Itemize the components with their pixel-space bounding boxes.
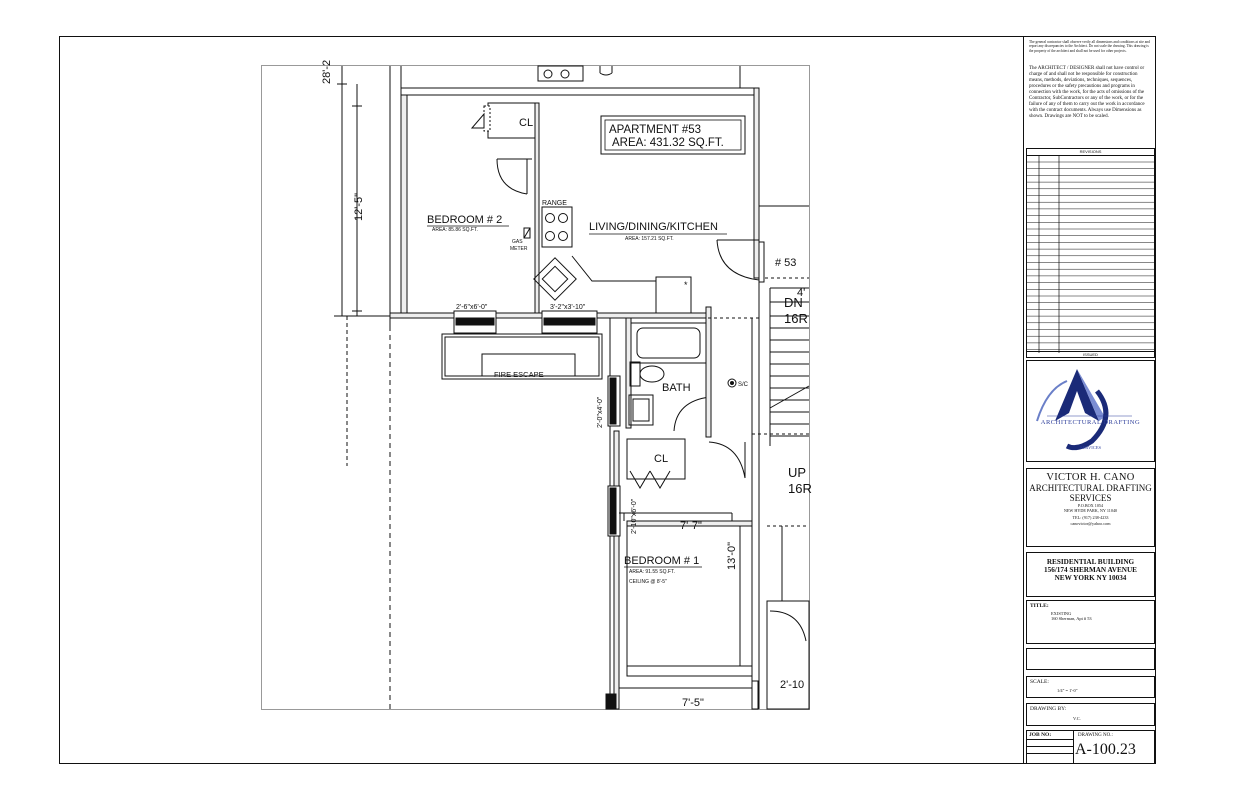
smoke-detector-label: S/C <box>738 382 749 388</box>
floor-plan-viewport: * <box>261 60 812 710</box>
bedroom1-label: BEDROOM # 1 <box>624 555 699 567</box>
apartment-title: APARTMENT #53 <box>609 124 701 136</box>
stair-dim: 4' <box>797 287 805 299</box>
dim-width-1: 7'-7" <box>680 520 702 532</box>
wall-east <box>753 87 760 279</box>
scale-value: 1/4" = 1'-0" <box>1057 688 1078 693</box>
firm-city: NEW HYDE PARK, NY 11040 <box>1063 508 1118 514</box>
bath-label: BATH <box>662 382 691 394</box>
project-line-3: NEW YORK NY 10034 <box>1054 574 1127 582</box>
fire-escape <box>441 333 603 380</box>
project-line-2: 156/174 SHERMAN AVENUE <box>1044 566 1137 574</box>
wall-north <box>400 87 759 96</box>
firm-name: VICTOR H. CANO <box>1046 472 1135 483</box>
general-note: The general contractor shall observe ver… <box>1026 38 1155 62</box>
logo-sub: SERVICES <box>1080 445 1101 450</box>
stair-down: DN <box>784 295 803 310</box>
revisions-grid <box>1027 156 1154 353</box>
job-no-label: JOB NO: <box>1027 731 1073 740</box>
firm-po: P.O.BOX 1054 <box>1077 503 1104 508</box>
drawn-by-field: DRAWING BY: V.C. <box>1026 703 1155 726</box>
closet-bedroom1 <box>626 438 686 480</box>
blank-field <box>1026 648 1155 670</box>
drawing-sheet-border <box>59 36 1156 764</box>
window-label-4: 2'-10"x6'-0" <box>631 498 638 534</box>
dim-width-2: 7'-5" <box>682 697 704 709</box>
drawing-no-value: A-100.23 <box>1075 741 1136 758</box>
living-area: AREA: 157.21 SQ.FT. <box>625 236 674 242</box>
drawn-by-label: DRAWING BY: <box>1030 706 1067 712</box>
bedroom1-ceiling: CEILING @ 8'-5" <box>629 579 667 585</box>
revisions-footer: ISSUED <box>1027 351 1154 357</box>
firm-line-2: ARCHITECTURAL DRAFTING <box>1029 483 1152 493</box>
dim-bedroom1: 13'-0" <box>726 542 738 570</box>
scale-field: SCALE: 1/4" = 1'-0" <box>1026 676 1155 698</box>
kitchen-sink <box>533 257 577 301</box>
scale-label: SCALE: <box>1030 679 1049 685</box>
firm-email: canovictor@yahoo.com <box>1070 520 1111 526</box>
toilet <box>639 365 665 383</box>
stair-down-risers: 16R <box>784 311 808 326</box>
window-label-3: 2'-0"x4'-0" <box>597 396 604 428</box>
living-label: LIVING/DINING/KITCHEN <box>589 221 718 233</box>
range <box>541 206 573 248</box>
revisions-header: REVISIONS <box>1027 149 1154 156</box>
title-block: The general contractor shall observe ver… <box>1023 36 1156 764</box>
bedroom2-label: BEDROOM # 2 <box>427 214 502 226</box>
bedroom1-area: AREA: 91.55 SQ.FT. <box>629 569 675 575</box>
drawn-by-value: V.C. <box>1073 716 1081 721</box>
gas-meter-label-1: GAS <box>512 239 523 245</box>
stair-up: UP <box>788 465 806 480</box>
logo-text: ARCHITECTURAL DRAFTING <box>1040 419 1141 426</box>
wall-bedroom1-west <box>613 430 620 710</box>
firm-logo: ARCHITECTURAL DRAFTING SERVICES <box>1026 360 1155 462</box>
project-info: RESIDENTIAL BUILDING 156/174 SHERMAN AVE… <box>1026 552 1155 597</box>
fire-escape-label: FIRE ESCAPE <box>494 370 544 379</box>
bathtub <box>630 322 707 364</box>
floor-plan-drawing: * <box>321 60 812 710</box>
liability-note: The ARCHITECT / DESIGNER shall not have … <box>1026 64 1155 146</box>
firm-tel: TEL: (917) 238-4233 <box>1072 515 1109 521</box>
stair-up-risers: 16R <box>788 481 812 496</box>
bedroom2-area: AREA: 85.86 SQ.FT. <box>432 227 478 233</box>
closet-label-2: CL <box>654 453 668 465</box>
window-label-2: 3'-2"x3'-10" <box>550 304 586 311</box>
smoke-detector <box>727 378 737 388</box>
drawing-number-field: JOB NO: DRAWING NO.: A-100.23 <box>1026 730 1155 764</box>
window-label-1: 2'-6"x6'-0" <box>456 304 488 311</box>
unit-tag: # 53 <box>775 257 796 269</box>
svg-text:*: * <box>684 280 688 290</box>
stairs <box>769 287 810 446</box>
wall-west-bedroom2 <box>400 92 408 317</box>
revisions-table: REVISIONS ISSUED <box>1026 148 1155 358</box>
title-label: TITLE: <box>1030 603 1049 609</box>
wall-bath-west <box>625 317 632 429</box>
dim-right: 2'-10 <box>780 679 804 691</box>
firm-line-3: SERVICES <box>1069 493 1112 503</box>
firm-info: VICTOR H. CANO ARCHITECTURAL DRAFTING SE… <box>1026 468 1155 547</box>
project-line-1: RESIDENTIAL BUILDING <box>1046 558 1135 566</box>
title-value-2: 160 Sherman, Apt # 53 <box>1051 616 1092 621</box>
dim-top: 28'-2 <box>321 60 333 84</box>
title-value-1: EXISTING <box>1051 611 1072 616</box>
drawing-title: TITLE: EXISTING 160 Sherman, Apt # 53 <box>1026 600 1155 644</box>
bath-sink <box>628 394 654 426</box>
dim-bedroom2: 12'-5" <box>353 193 365 221</box>
closet-label: CL <box>519 117 533 129</box>
range-label: RANGE <box>542 200 567 207</box>
apartment-title-box <box>600 115 746 155</box>
gas-meter-label-2: METER <box>510 246 528 252</box>
logo-triangle-icon <box>1036 369 1132 451</box>
drawing-no-label: DRAWING NO.: <box>1078 733 1113 738</box>
apartment-area: AREA: 431.32 SQ.FT. <box>612 137 724 149</box>
